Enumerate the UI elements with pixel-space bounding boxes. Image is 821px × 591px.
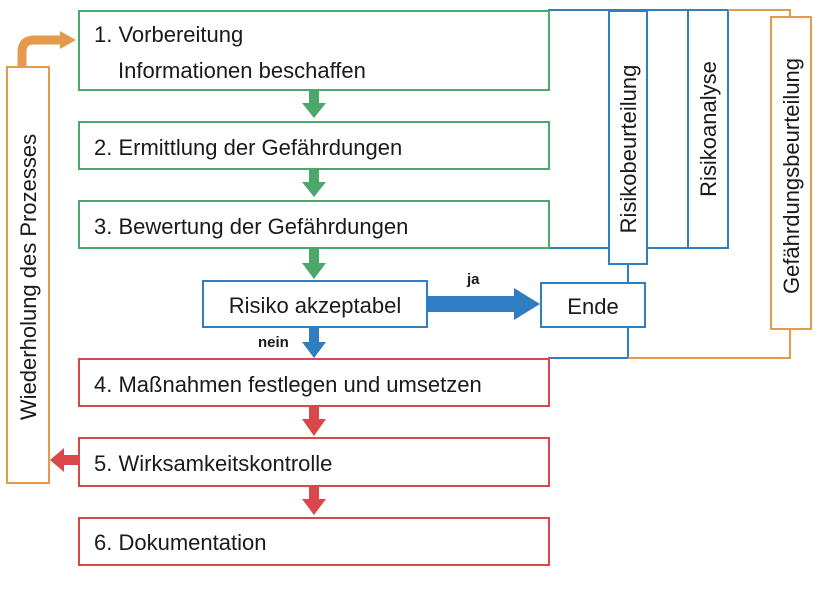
step-3-label: 3. Bewertung der Gefährdungen	[94, 214, 409, 239]
gefaehrdungsbeurteilung-bracket-bottom	[628, 330, 791, 359]
step-3-box: 3. Bewertung der Gefährdungen	[78, 200, 550, 249]
step-2-box: 2. Ermittlung der Gefährdungen	[78, 121, 550, 170]
yes-label: ja	[467, 271, 480, 288]
step-1-title: 1. Vorbereitung	[94, 22, 244, 47]
end-box: Ende	[540, 282, 646, 328]
decision-label: Risiko akzeptabel	[228, 293, 402, 318]
arrow-2-3	[302, 170, 326, 197]
step-2-label: 2. Ermittlung der Gefährdungen	[94, 135, 403, 160]
arrow-wiederholung-1	[17, 31, 76, 66]
arrow-5-wiederholung	[50, 448, 80, 472]
decision-box: Risiko akzeptabel	[202, 280, 428, 328]
wiederholung-box: Wiederholung des Prozesses	[6, 66, 50, 484]
arrow-ja	[428, 288, 540, 320]
arrow-5-6	[302, 487, 326, 515]
gefaehrdungsbeurteilung-box: Gefährdungsbeurteilung	[770, 16, 812, 330]
wiederholung-label: Wiederholung des Prozesses	[16, 133, 41, 421]
step-6-box: 6. Dokumentation	[78, 517, 550, 566]
step-6-label: 6. Dokumentation	[94, 530, 267, 555]
risikobeurteilung-label: Risikobeurteilung	[616, 64, 641, 234]
step-4-label: 4. Maßnahmen festlegen und umsetzen	[94, 372, 482, 397]
arrow-4-5	[302, 407, 326, 436]
gefaehrdungsbeurteilung-label: Gefährdungsbeurteilung	[779, 57, 804, 295]
risikobeurteilung-bracket-bottom	[548, 328, 629, 359]
step-5-box: 5. Wirksamkeitskontrolle	[78, 437, 550, 487]
risikoanalyse-inner-line	[648, 10, 689, 249]
risikoanalyse-label: Risikoanalyse	[696, 61, 721, 197]
arrow-1-2	[302, 91, 326, 118]
end-label: Ende	[567, 294, 619, 319]
no-label: nein	[258, 334, 289, 351]
step-1-box: 1. Vorbereitung Informationen beschaffen	[78, 10, 550, 91]
step-4-box: 4. Maßnahmen festlegen und umsetzen	[78, 358, 550, 407]
risikobeurteilung-box: Risikobeurteilung	[608, 10, 648, 265]
step-1-subtitle: Informationen beschaffen	[118, 58, 366, 83]
step-5-label: 5. Wirksamkeitskontrolle	[94, 451, 333, 476]
arrow-nein	[302, 328, 326, 358]
arrow-3-decision	[302, 249, 326, 279]
gefaehrdungsbeurteilung-bracket-top	[728, 9, 791, 16]
